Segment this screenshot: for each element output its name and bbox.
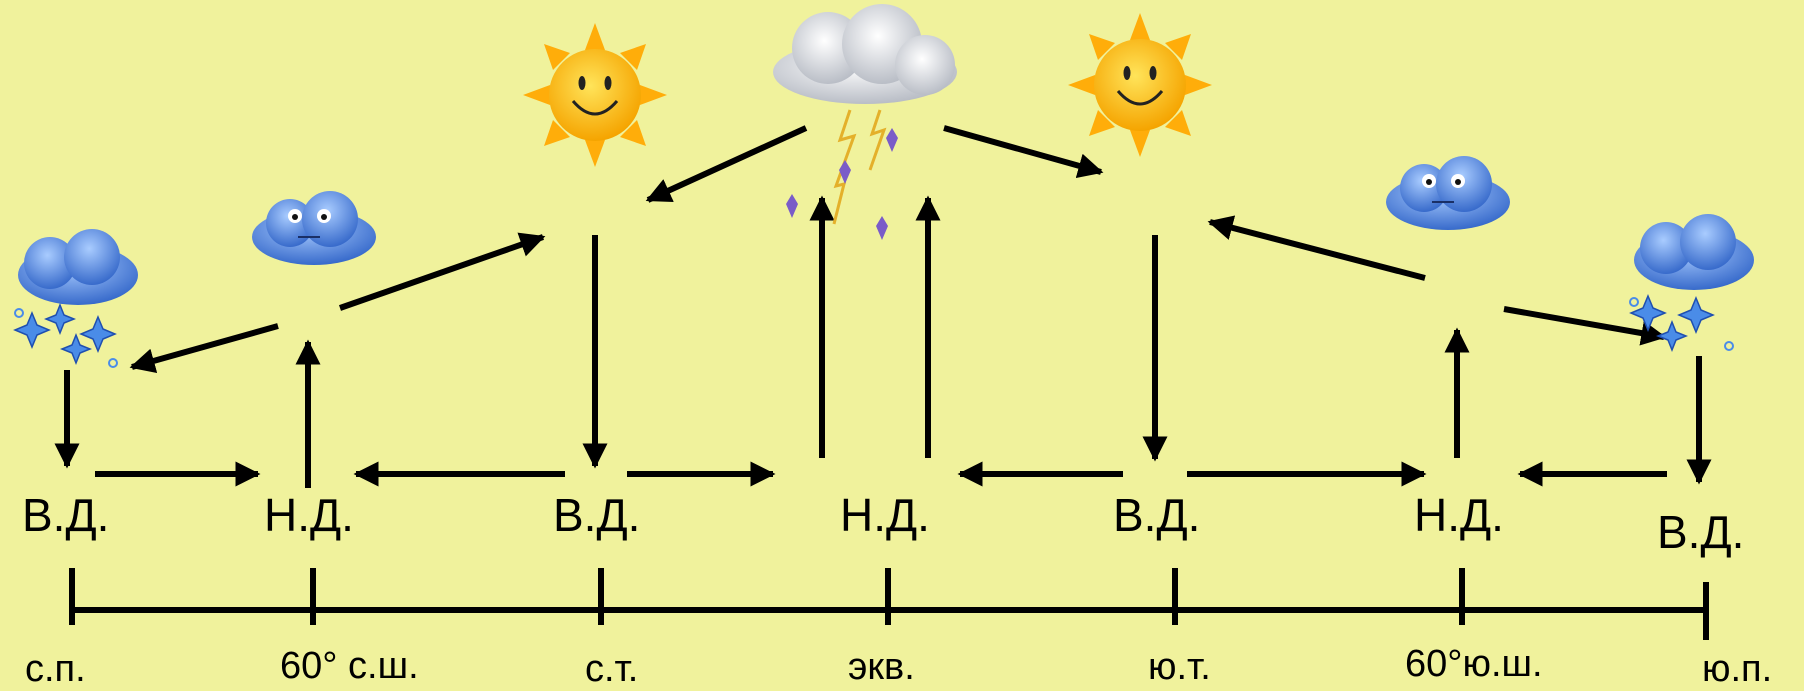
arrow-upper-6 (1503, 306, 1667, 346)
circulation-arrows (54, 125, 1712, 488)
latitude-label: ю.п. (1702, 648, 1773, 690)
pressure-label: Н.Д. (1414, 489, 1504, 541)
pressure-label: В.Д. (1113, 489, 1201, 541)
cloud-icon (1386, 156, 1510, 230)
sun-icon (1068, 13, 1212, 157)
pressure-label: В.Д. (22, 489, 110, 541)
latitude-label: с.п. (25, 648, 86, 690)
snow-cloud-icon (13, 229, 138, 368)
arrow-upper-4 (943, 125, 1104, 179)
latitude-label: с.т. (585, 648, 639, 690)
latitude-axis (69, 568, 1709, 640)
cloud-icon (252, 191, 376, 265)
pressure-label: В.Д. (1657, 506, 1745, 558)
snow-cloud-icon (1629, 214, 1754, 353)
arrow-upper-5 (1207, 215, 1426, 281)
sun-icon (523, 23, 667, 167)
latitude-label: ю.т. (1148, 646, 1211, 688)
latitude-label: 60° с.ш. (280, 645, 419, 687)
pressure-label: В.Д. (553, 489, 641, 541)
arrow-upper-2 (339, 232, 546, 311)
latitude-label: экв. (848, 646, 915, 688)
arrow-upper-3 (645, 125, 808, 203)
latitude-label: 60°ю.ш. (1405, 643, 1543, 685)
arrow-upper-1 (129, 323, 279, 373)
pressure-label: Н.Д. (840, 489, 930, 541)
thunderstorm-cloud-icon (773, 4, 957, 240)
pressure-label: Н.Д. (264, 489, 354, 541)
